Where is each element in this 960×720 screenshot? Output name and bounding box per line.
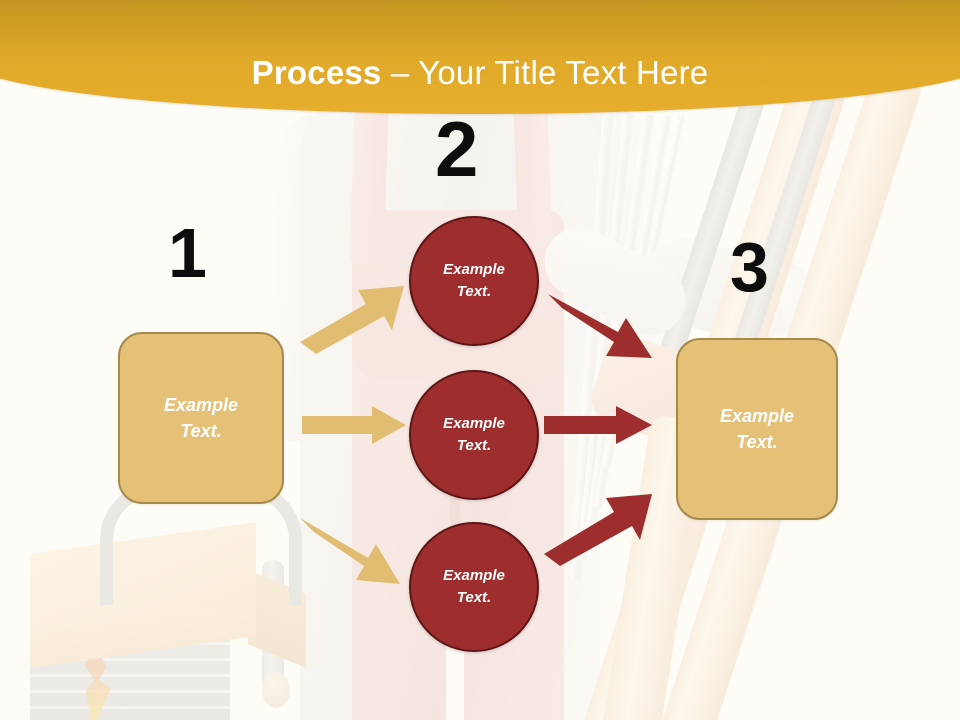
step-2-node-2-label: Example Text.	[443, 413, 505, 457]
step-3-label-line1: Example	[719, 405, 795, 426]
step-2-node-1-label: Example Text.	[443, 259, 505, 303]
title-bold-part: Process	[251, 54, 382, 91]
page-title: Process – Your Title Text Here	[0, 54, 960, 92]
gold-arrow-right-icon	[302, 406, 406, 446]
step-2-node-1[interactable]: Example Text.	[409, 216, 539, 346]
node-1-label-line1: Example	[443, 261, 505, 279]
step-2-node-3-label: Example Text.	[443, 565, 505, 609]
node-1-label-line2: Text.	[456, 283, 492, 300]
step-1-box[interactable]: Example Text.	[118, 332, 284, 504]
node-3-label-line1: Example	[443, 567, 505, 585]
step-number-3: 3	[730, 228, 769, 306]
step-3-label: Example Text.	[720, 403, 794, 455]
gold-arrow-down-right-icon	[300, 510, 410, 584]
gold-arrow-up-right-icon	[300, 282, 410, 354]
step-2-node-2[interactable]: Example Text.	[409, 370, 539, 500]
step-1-label-line2: Text.	[180, 421, 222, 441]
red-arrow-down-right-icon	[548, 288, 664, 360]
title-banner	[0, 0, 960, 114]
step-1-label-line1: Example	[163, 394, 239, 415]
title-regular-part: – Your Title Text Here	[381, 54, 709, 91]
red-arrow-right-icon	[544, 406, 652, 446]
step-2-node-3[interactable]: Example Text.	[409, 522, 539, 652]
step-3-label-line2: Text.	[736, 432, 778, 452]
red-arrow-up-right-icon	[544, 486, 660, 566]
step-3-box[interactable]: Example Text.	[676, 338, 838, 520]
step-number-2: 2	[435, 105, 478, 193]
node-3-label-line2: Text.	[456, 589, 492, 606]
node-2-label-line1: Example	[443, 415, 505, 433]
step-1-label: Example Text.	[164, 392, 238, 444]
step-number-1: 1	[168, 214, 207, 292]
node-2-label-line2: Text.	[456, 437, 492, 454]
